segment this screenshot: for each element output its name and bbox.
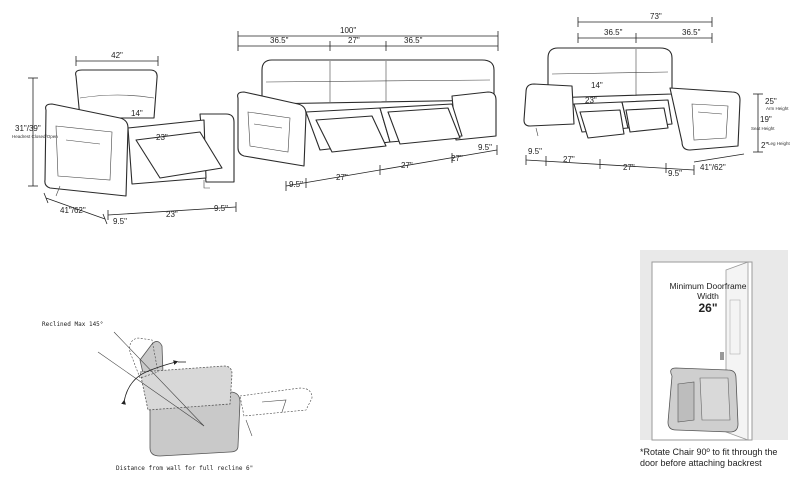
loveseat-leg-height-sub: Leg Height	[768, 141, 791, 146]
chair-arm-left: 9.5"	[113, 217, 127, 226]
loveseat-arm-height: 25"	[765, 97, 777, 106]
loveseat-seg1: 36.5"	[604, 28, 623, 37]
recline-angle-label: Reclined Max 145°	[42, 321, 103, 328]
sofa-seg3: 36.5"	[404, 36, 423, 45]
doorframe-title: Minimum Doorframe Width	[669, 281, 747, 301]
loveseat-depth-label: 41"/62"	[700, 163, 726, 172]
doorframe-width: 26"	[698, 301, 718, 315]
loveseat-seat-height: 19"	[760, 115, 772, 124]
sofa-seat1: 27"	[336, 173, 348, 182]
sofa-total-width: 100"	[340, 26, 356, 35]
loveseat-seat-height-sub: Seat Height	[751, 126, 775, 131]
loveseat-seat-depth: 14"	[591, 81, 603, 90]
sofa-arm-right: 9.5"	[478, 143, 492, 152]
chair-seat-width: 23"	[156, 133, 168, 142]
loveseat-seat1: 27"	[563, 155, 575, 164]
chair-bottom-width: 23"	[166, 210, 178, 219]
doorframe-drawing	[640, 250, 788, 441]
chair-width-label: 42"	[111, 51, 123, 60]
sofa-drawing	[237, 59, 497, 167]
loveseat-seat2: 27"	[623, 163, 635, 172]
recline-wall-note: Distance from wall for full recline 6"	[116, 465, 253, 472]
chair-seat-depth: 14"	[131, 109, 143, 118]
recline-drawing	[97, 331, 313, 457]
doorframe-note: *Rotate Chair 90º to fit through the doo…	[640, 447, 778, 468]
loveseat-drawing	[523, 47, 741, 151]
sofa-seg1: 36.5"	[270, 36, 289, 45]
loveseat-seg2: 36.5"	[682, 28, 701, 37]
sofa-seat2: 27"	[401, 161, 413, 170]
loveseat-arm-height-sub: Arm Height	[766, 106, 789, 111]
loveseat-leg-height: 2"	[761, 141, 768, 150]
sofa-bottom-arm-left: 9.5"	[289, 180, 303, 189]
chair-arm-right: 9.5"	[214, 204, 228, 213]
loveseat-arm-right: 9.5"	[668, 169, 682, 178]
chair-drawing	[44, 69, 235, 197]
loveseat-seat-width: 23"	[585, 96, 597, 105]
sofa-seat3: 27"	[451, 154, 463, 163]
chair-depth-label: 41"/62"	[60, 206, 86, 215]
loveseat-arm-left: 9.5"	[528, 147, 542, 156]
sofa-seg2: 27"	[348, 36, 360, 45]
chair-height-sub: Headrest Closed/Open	[12, 134, 58, 139]
chair-height-label: 31"/39"	[15, 124, 41, 133]
loveseat-total-width: 73"	[650, 12, 662, 21]
